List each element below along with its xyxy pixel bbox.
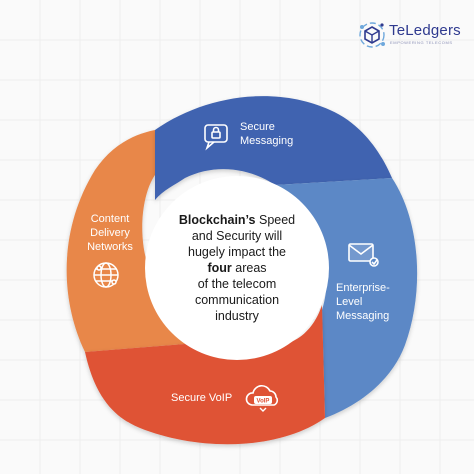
label-secure-messaging: Secure Messaging: [240, 121, 294, 147]
center-line4-bold: four: [207, 261, 232, 275]
logo-wordmark: TeLedgers: [389, 22, 461, 39]
logo-tagline: EMPOWERING TELECOMS: [390, 40, 453, 45]
teledgers-logo: TeLedgers EMPOWERING TELECOMS: [355, 18, 467, 52]
center-statement: Blockchain’s Speed and Security will hug…: [163, 212, 311, 324]
center-line4-rest: areas: [231, 261, 267, 275]
cube-network-icon: [359, 22, 385, 48]
center-line5: of the telecom: [197, 277, 277, 291]
center-line2: and Security will: [191, 229, 283, 243]
center-line1-rest: Speed: [255, 213, 296, 227]
voip-cloud-icon: VoIP: [245, 385, 279, 412]
voip-badge: VoIP: [257, 399, 270, 405]
center-line6: communication: [194, 293, 280, 307]
segment-content-delivery: [66, 130, 210, 352]
center-disc: [145, 176, 329, 360]
center-line3: hugely impact the: [188, 245, 286, 259]
label-enterprise-messaging: Enterprise- Level Messaging: [336, 282, 390, 322]
label-content-delivery: Content Delivery Networks: [87, 213, 133, 253]
lock-chat-icon: [204, 124, 228, 151]
center-line1-bold: Blockchain’s: [178, 213, 256, 227]
globe-network-icon: [93, 262, 119, 288]
segment-enterprise-messaging: [276, 178, 418, 418]
center-line7: industry: [215, 309, 259, 323]
label-secure-voip: Secure VoIP: [171, 392, 233, 404]
segment-secure-messaging: [155, 96, 392, 200]
envelope-icon: [348, 243, 379, 267]
